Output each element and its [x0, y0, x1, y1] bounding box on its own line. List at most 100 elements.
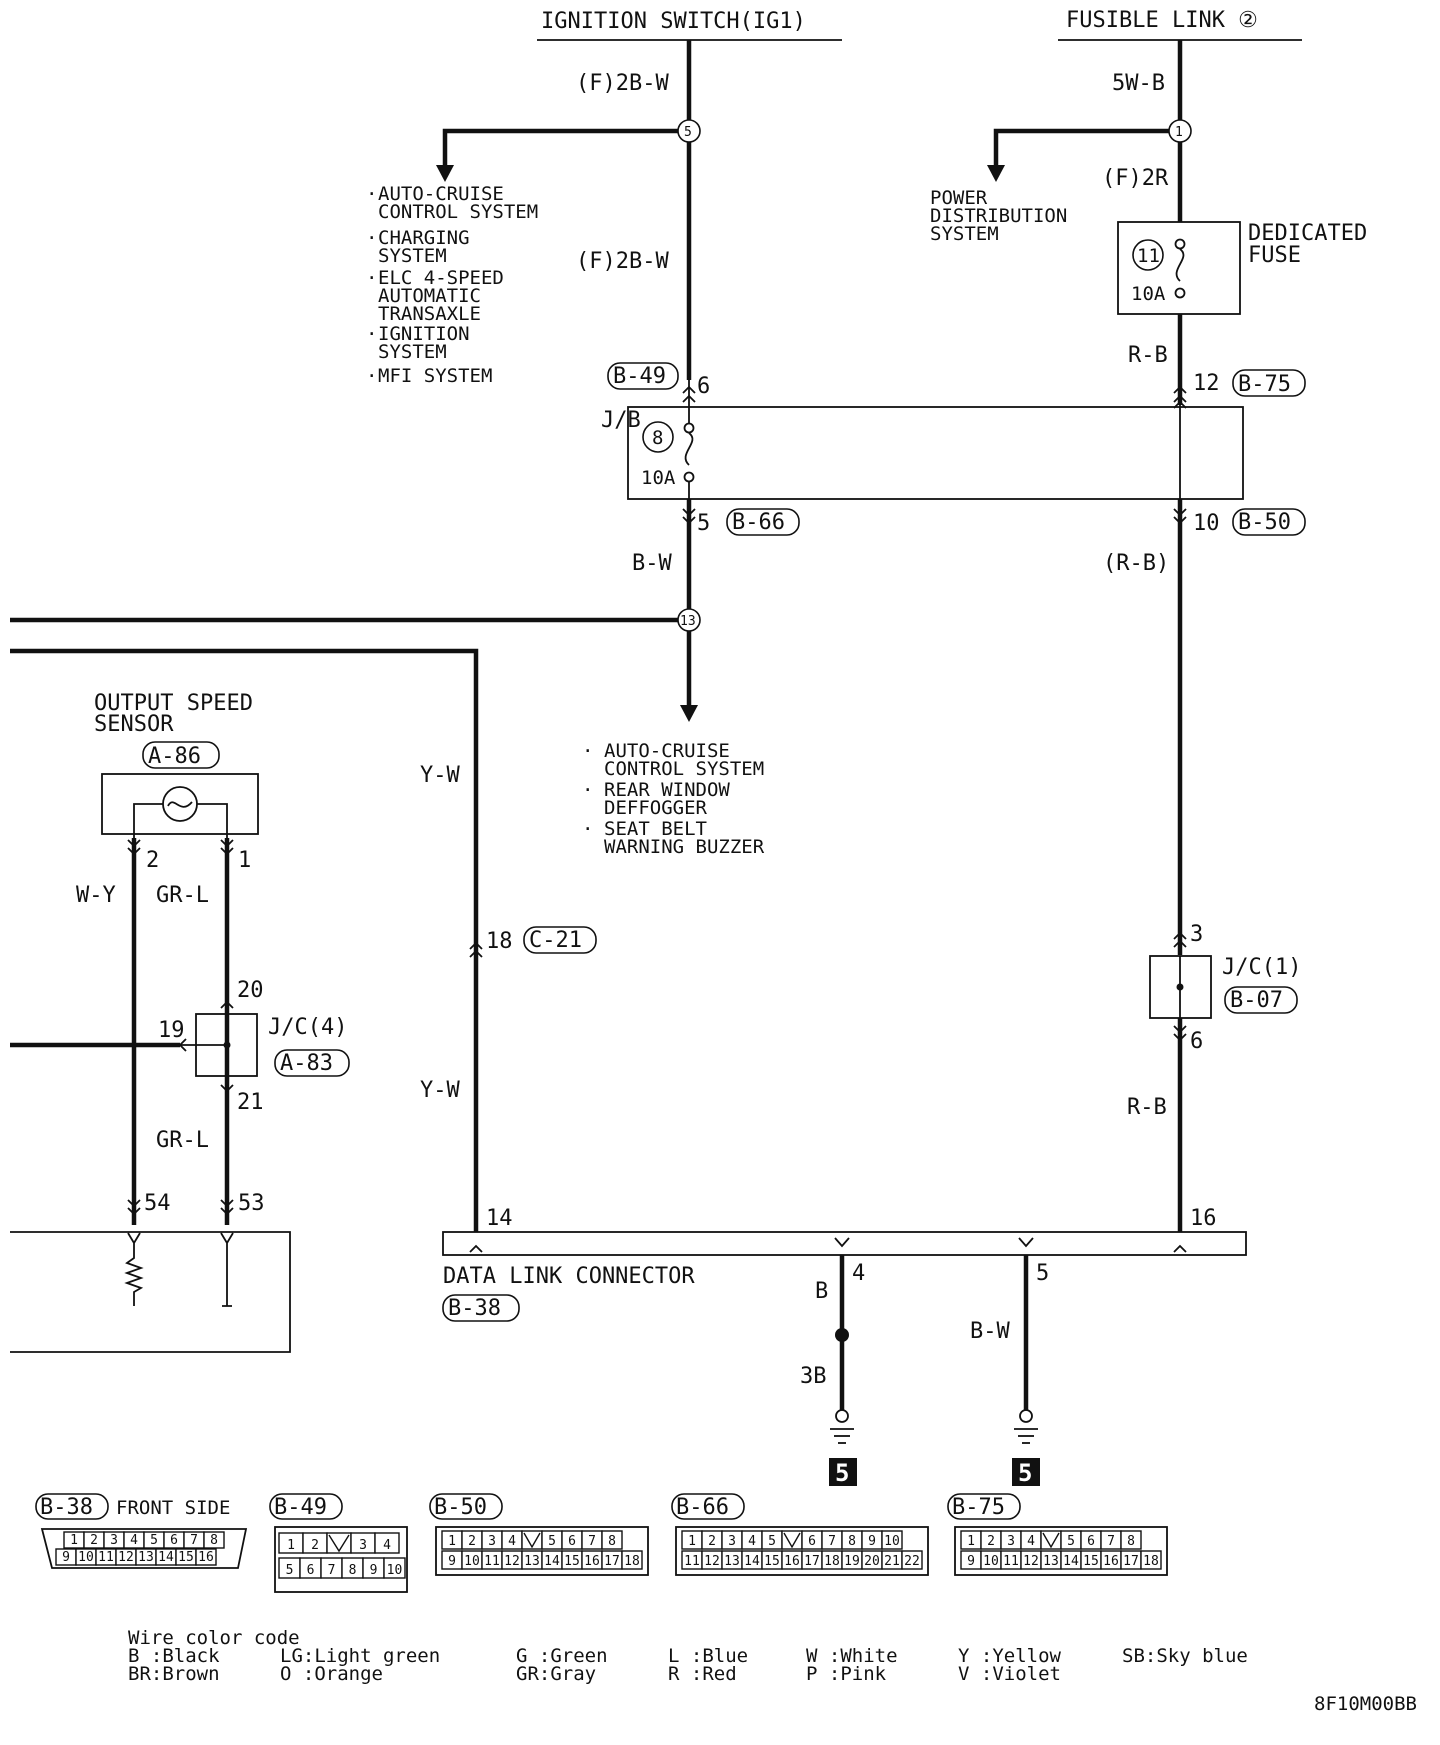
svg-text:AUTOMATIC: AUTOMATIC	[378, 285, 481, 307]
connector-pin-label: 18	[624, 1554, 640, 1569]
connector-ref-b38	[442, 1294, 520, 1322]
svg-text:REAR WINDOW: REAR WINDOW	[604, 779, 730, 801]
pin-sensor-1: 1	[238, 848, 251, 873]
svg-text:POWER: POWER	[930, 187, 988, 209]
jc4-label: J/C(4)	[268, 1015, 347, 1040]
svg-text:·: ·	[582, 740, 593, 762]
connector-pin-label: 6	[170, 1533, 178, 1548]
connector-ref-c21	[523, 926, 597, 954]
connector-pin-label: 5	[548, 1534, 556, 1549]
pin-b66: 5	[697, 511, 710, 536]
connector-pin-label: 7	[190, 1533, 198, 1548]
sensor-icon	[162, 786, 198, 822]
data-link-connector[interactable]	[442, 1231, 1247, 1256]
svg-text:CHARGING: CHARGING	[378, 227, 470, 249]
connector-view-ref-b49	[269, 1493, 343, 1520]
connector-pin-label: 9	[868, 1534, 876, 1549]
fuse-number-circle	[1132, 239, 1164, 271]
sensor-label-2: SENSOR	[94, 712, 174, 737]
connector-pin-label: 13	[1043, 1554, 1059, 1569]
terminal-icon	[1018, 1237, 1034, 1248]
connector-pin-label: 16	[784, 1554, 800, 1569]
pin-jc1-out: 6	[1190, 1029, 1203, 1054]
connector-pin-label: 12	[118, 1550, 134, 1565]
connector-pin-label: 10	[464, 1554, 480, 1569]
connector-pin-label: 13	[724, 1554, 740, 1569]
legend-item: O :Orange	[280, 1663, 383, 1685]
systems-list-bottom: · AUTO-CRUISE CONTROL SYSTEM · REAR WIND…	[582, 740, 765, 858]
connector-pin-label: 1	[688, 1534, 696, 1549]
connector-pin-label: 19	[844, 1554, 860, 1569]
svg-text:CONTROL SYSTEM: CONTROL SYSTEM	[604, 758, 764, 780]
pin-dlc-5: 5	[1036, 1261, 1049, 1286]
wire-label-fl-mid: (F)2R	[1102, 166, 1169, 191]
connector-pin-label: 9	[62, 1550, 70, 1565]
terminal-icon	[220, 1199, 234, 1216]
connector-pin-label: 3	[110, 1533, 118, 1548]
jb-fuse-number-circle	[642, 421, 674, 453]
pin-b75: 12	[1193, 371, 1220, 396]
svg-text:SEAT BELT: SEAT BELT	[604, 818, 707, 840]
legend-item: L :Blue	[668, 1645, 748, 1667]
wire-color-legend: B :Black BR:Brown LG:Light green O :Oran…	[128, 1645, 1248, 1685]
svg-text:·: ·	[366, 365, 377, 387]
connector-pin-label: 16	[584, 1554, 600, 1569]
fusible-link-label: FUSIBLE LINK ②	[1066, 8, 1258, 33]
wire-fl-branch	[993, 128, 1180, 172]
connector-pin-label: 4	[508, 1534, 516, 1549]
wire-label-wy: W-Y	[76, 883, 116, 908]
connector-b50-label: B-50	[1238, 510, 1291, 535]
connector-pin-label: 9	[967, 1554, 975, 1569]
junction-block	[627, 406, 1244, 500]
connector-pin-label: 14	[544, 1554, 560, 1569]
connector-pin-label: 1	[448, 1534, 456, 1549]
legend-item: B :Black	[128, 1645, 220, 1667]
sensor-label: OUTPUT SPEED	[94, 691, 253, 716]
systems-list-right: POWER DISTRIBUTION SYSTEM	[930, 187, 1067, 245]
connector-pin-label: 12	[704, 1554, 720, 1569]
ground-marker-label: 5	[835, 1459, 849, 1487]
terminal-icon	[469, 1244, 483, 1253]
terminal-icon	[127, 839, 141, 856]
connector-pin-label: 10	[983, 1554, 999, 1569]
connector-a86-label: A-86	[148, 744, 201, 769]
connector-pin-label: 8	[608, 1534, 616, 1549]
splice-1-label: 1	[1175, 125, 1183, 140]
splice-1	[1168, 119, 1192, 143]
connector-pin-label: 18	[1143, 1554, 1159, 1569]
connector-view-b49	[274, 1526, 408, 1593]
pin-jc1-in: 3	[1190, 922, 1203, 947]
legend-title: Wire color code	[128, 1627, 300, 1649]
svg-text:TRANSAXLE: TRANSAXLE	[378, 303, 481, 325]
svg-text:DISTRIBUTION: DISTRIBUTION	[930, 205, 1067, 227]
terminal-icon	[1173, 400, 1187, 409]
terminal-icon	[1173, 931, 1187, 948]
connector-view-b50	[435, 1526, 649, 1576]
terminal-icon	[220, 839, 234, 856]
pin-jc4-in: 20	[237, 978, 264, 1003]
connector-c21-label: C-21	[529, 928, 582, 953]
ground-marker-label: 5	[1018, 1459, 1032, 1487]
connector-view-b38	[40, 1528, 248, 1569]
pin-dlc-4: 4	[852, 1261, 865, 1286]
legend-item: LG:Light green	[280, 1645, 440, 1667]
connector-pin-label: 3	[1007, 1534, 1015, 1549]
wire-label-b: B	[815, 1279, 828, 1304]
ground-icon	[1014, 1409, 1038, 1444]
connector-ref-b66	[726, 508, 800, 536]
connector-pin-label: 20	[864, 1554, 880, 1569]
splice-point	[835, 1328, 849, 1342]
legend-item: P :Pink	[806, 1663, 887, 1685]
connector-pin-label: 5	[286, 1563, 294, 1578]
dedicated-fuse-rating: 10A	[1131, 283, 1166, 305]
connector-pin-label: 4	[130, 1533, 138, 1548]
ground-marker	[1012, 1458, 1040, 1486]
svg-text:·: ·	[582, 779, 593, 801]
connector-pin-label: 17	[1123, 1554, 1139, 1569]
output-speed-sensor	[101, 773, 259, 835]
svg-text:·: ·	[366, 267, 377, 289]
pin-sensor-2: 2	[146, 848, 159, 873]
connector-pin-label: 1	[70, 1533, 78, 1548]
